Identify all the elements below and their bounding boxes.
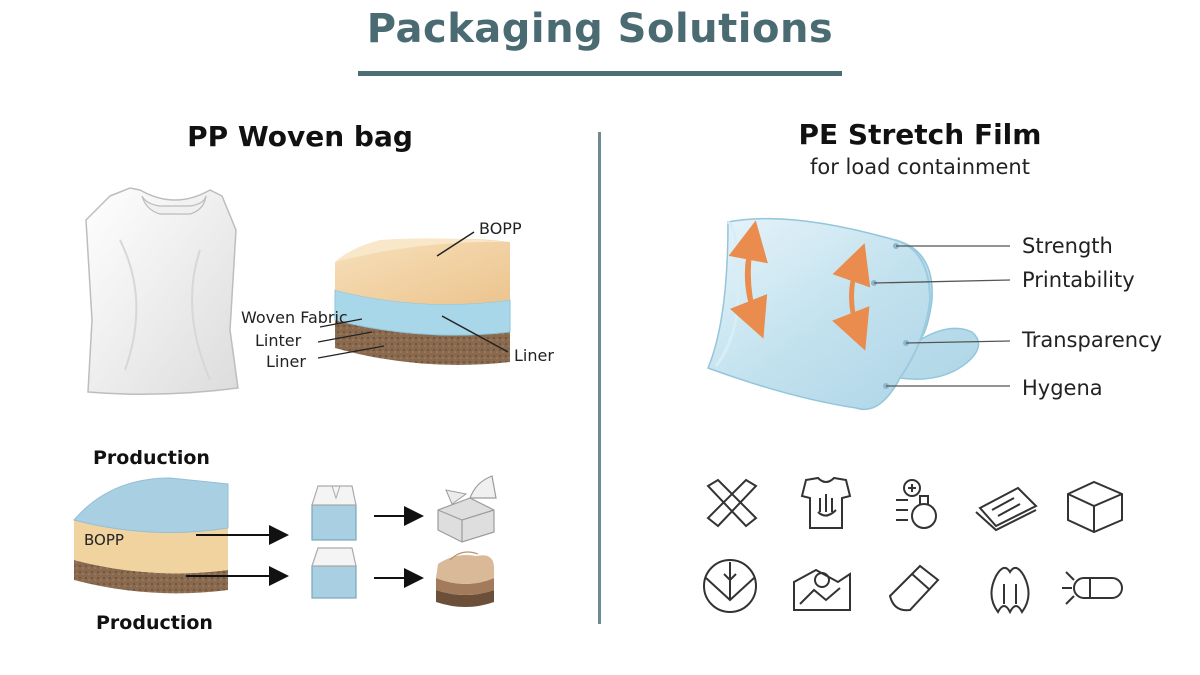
page-title: Packaging Solutions	[366, 6, 834, 52]
shirt-hand-icon	[800, 476, 852, 529]
pe-stretch-film-heading: PE Stretch Film	[798, 118, 1042, 151]
production-block-illustration	[73, 477, 289, 594]
layered-sheet-illustration	[317, 231, 511, 365]
brown-stack-illustration	[436, 551, 494, 607]
bopp-layer-label: BOPP	[479, 219, 522, 238]
pp-woven-bag-heading: PP Woven bag	[187, 120, 413, 153]
cross-icon	[706, 478, 758, 528]
flask-plus-icon	[896, 479, 937, 529]
stretch-film-illustration	[707, 217, 980, 411]
linter-layer-label: Linter	[255, 331, 302, 350]
notepad-icon	[975, 486, 1038, 532]
feature-callouts	[871, 243, 1011, 389]
production-label-bottom: Production	[96, 612, 213, 634]
liner-layer-label-right: Liner	[514, 346, 554, 365]
tooth-icon	[990, 566, 1030, 615]
bag-shape-top	[311, 485, 357, 541]
pe-stretch-film-subheading: for load containment	[810, 155, 1030, 179]
feature-hygena-label: Hygena	[1022, 376, 1103, 400]
bag-shape-bottom	[311, 547, 357, 599]
eraser-icon	[888, 564, 940, 612]
cube-icon	[1067, 480, 1123, 534]
capsule-icon	[1062, 571, 1123, 605]
liner-layer-label-left: Liner	[266, 352, 306, 371]
feature-transparency-label: Transparency	[1022, 328, 1163, 352]
section-divider	[598, 132, 601, 624]
woven-fabric-layer-label: Woven Fabric	[241, 308, 348, 327]
circle-arrows-icon	[703, 559, 757, 613]
open-box-illustration	[437, 475, 497, 543]
production-label-top: Production	[93, 447, 210, 469]
feature-strength-label: Strength	[1022, 234, 1113, 258]
feature-printability-label: Printability	[1022, 268, 1135, 292]
title-underline	[358, 71, 842, 76]
production-block-bopp-label: BOPP	[84, 531, 124, 549]
landscape-icon	[793, 568, 851, 611]
pp-woven-bag-illustration	[85, 187, 239, 395]
